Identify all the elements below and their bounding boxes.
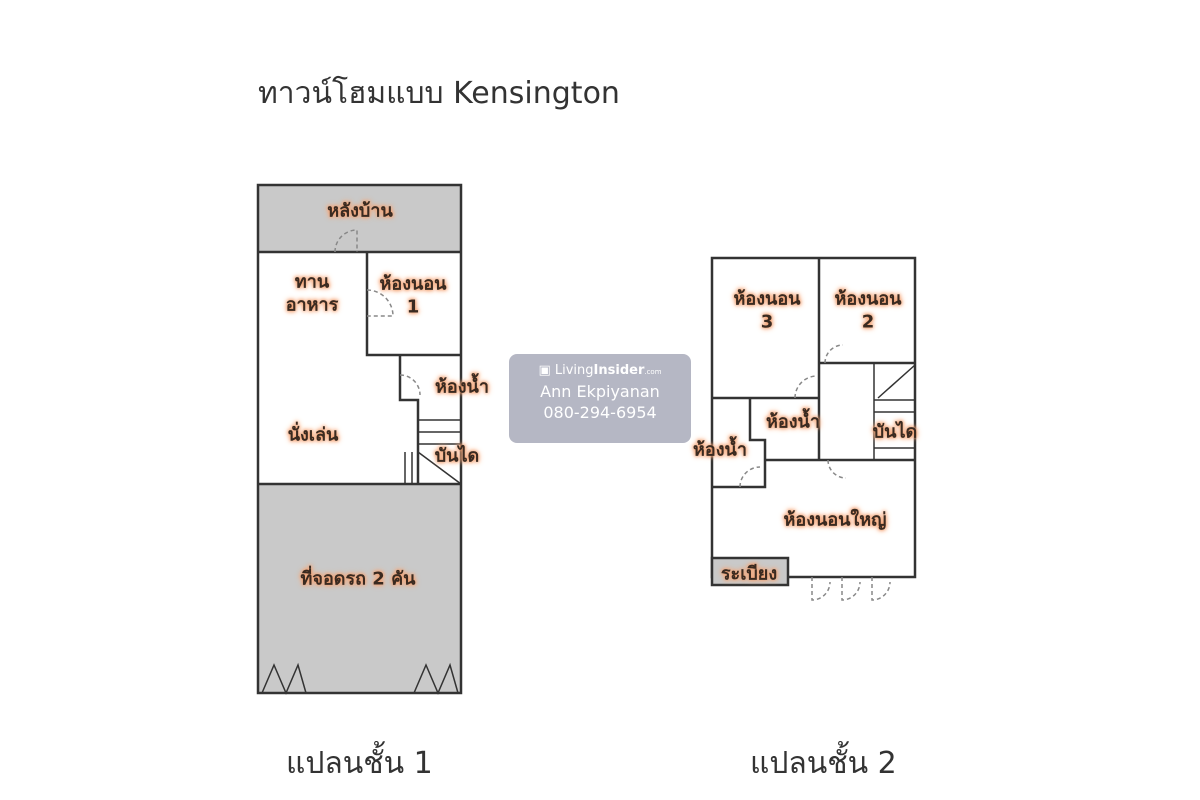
- floor2-caption: แปลนชั้น 2: [750, 746, 897, 781]
- room-label-bedroom2: ห้องนอน 2: [834, 288, 902, 333]
- room-label-bedroom1: ห้องนอน 1: [379, 273, 447, 318]
- room-label-bathroom-center: ห้องน้ำ: [766, 411, 820, 433]
- room-label-dining: ทาน อาหาร: [285, 271, 339, 316]
- room-label-stairs1: บันได: [434, 445, 480, 467]
- room-label-parking: ที่จอดรถ 2 คัน: [300, 568, 416, 590]
- room-label-balcony: ระเบียง: [720, 563, 778, 585]
- room-label-living: นั่งเล่น: [287, 424, 339, 446]
- watermark-name: Ann Ekpiyanan: [540, 382, 660, 401]
- page-title: ทาวน์โฮมแบบ Kensington: [258, 76, 620, 111]
- room-label-master: ห้องนอนใหญ่: [783, 509, 887, 531]
- floor1-caption: แปลนชั้น 1: [286, 746, 433, 781]
- room-label-bathroom1: ห้องน้ำ: [435, 376, 489, 398]
- watermark-logo: ▣ LivingInsider.com: [538, 363, 662, 378]
- room-label-bathroom-left: ห้องน้ำ: [693, 439, 747, 461]
- room-label-backyard: หลังบ้าน: [327, 200, 393, 222]
- room-label-bedroom3: ห้องนอน 3: [733, 288, 801, 333]
- watermark-phone: 080-294-6954: [543, 403, 657, 422]
- floor2-plan: [710, 256, 917, 601]
- watermark: ▣ LivingInsider.com Ann Ekpiyanan 080-29…: [509, 354, 691, 443]
- floor1-plan: [256, 183, 463, 695]
- room-label-stairs2: บันได: [872, 421, 918, 443]
